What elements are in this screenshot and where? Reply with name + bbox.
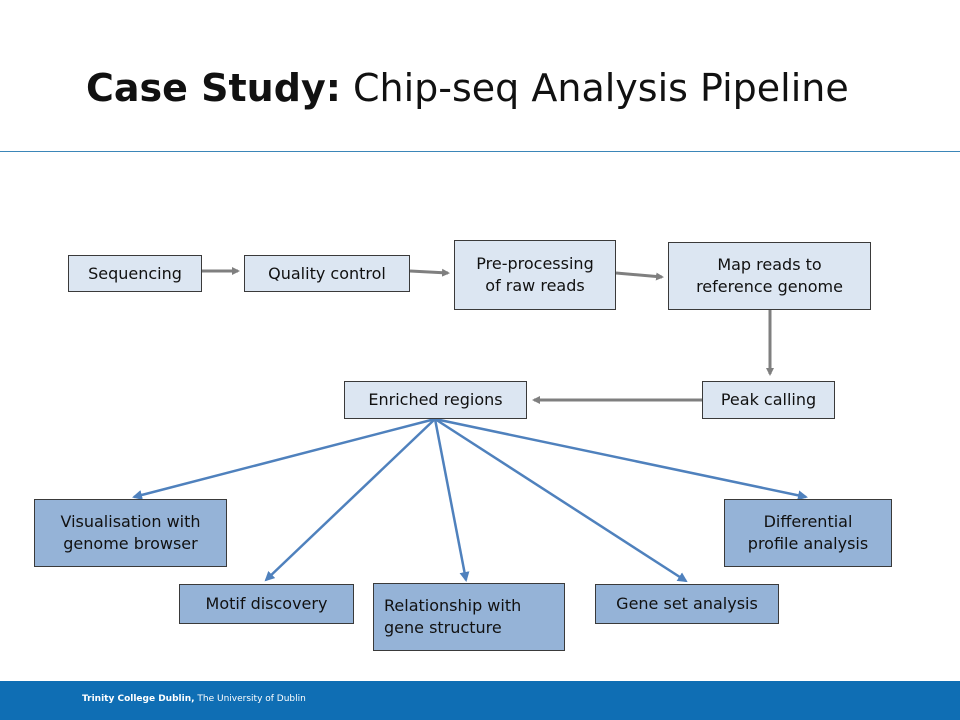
node-map-reads-label: Map reads to reference genome <box>696 255 843 296</box>
node-preprocessing: Pre-processing of raw reads <box>454 240 616 310</box>
footer-subtitle: The University of Dublin <box>194 694 306 704</box>
arrow-enriched-to-visualisation <box>132 417 436 500</box>
arrow-enriched-to-motif <box>264 418 436 582</box>
node-preprocessing-label: Pre-processing of raw reads <box>476 254 594 295</box>
arrow-enriched-to-relationship <box>433 418 470 582</box>
footer-bar: Trinity College Dublin, The University o… <box>0 681 960 720</box>
page-title: Case Study: Chip-seq Analysis Pipeline <box>86 66 849 110</box>
arrow-preprocessing-to-map <box>615 271 664 281</box>
node-relationship: Relationship with gene structure <box>373 583 565 651</box>
title-bold: Case Study: <box>86 66 341 110</box>
node-map-reads: Map reads to reference genome <box>668 242 871 310</box>
title-divider <box>0 151 960 152</box>
node-sequencing: Sequencing <box>68 255 202 292</box>
node-visualisation-label: Visualisation with genome browser <box>60 512 201 553</box>
node-enriched-regions: Enriched regions <box>344 381 527 419</box>
arrow-qc-to-preprocessing <box>409 268 450 277</box>
footer-text: Trinity College Dublin, The University o… <box>82 694 306 704</box>
node-peak-calling-label: Peak calling <box>720 390 817 409</box>
node-relationship-label: Relationship with gene structure <box>384 596 522 637</box>
node-sequencing-label: Sequencing <box>88 263 182 283</box>
arrow-enriched-to-differential <box>434 417 808 501</box>
node-gene-set: Gene set analysis <box>595 584 779 624</box>
node-peak-calling: Peak calling <box>702 381 835 419</box>
node-differential-label: Differential profile analysis <box>747 512 869 553</box>
node-enriched-regions-label: Enriched regions <box>368 390 503 409</box>
node-differential: Differential profile analysis <box>724 499 892 567</box>
title-rest: Chip-seq Analysis Pipeline <box>340 66 849 110</box>
node-visualisation: Visualisation with genome browser <box>34 499 227 567</box>
node-motif-discovery-label: Motif discovery <box>205 594 328 613</box>
node-quality-control-label: Quality control <box>268 263 386 283</box>
node-quality-control: Quality control <box>244 255 410 292</box>
arrow-enriched-to-geneset <box>434 417 688 583</box>
node-gene-set-label: Gene set analysis <box>616 594 758 613</box>
footer-institution: Trinity College Dublin, <box>82 694 195 704</box>
node-motif-discovery: Motif discovery <box>179 584 354 624</box>
